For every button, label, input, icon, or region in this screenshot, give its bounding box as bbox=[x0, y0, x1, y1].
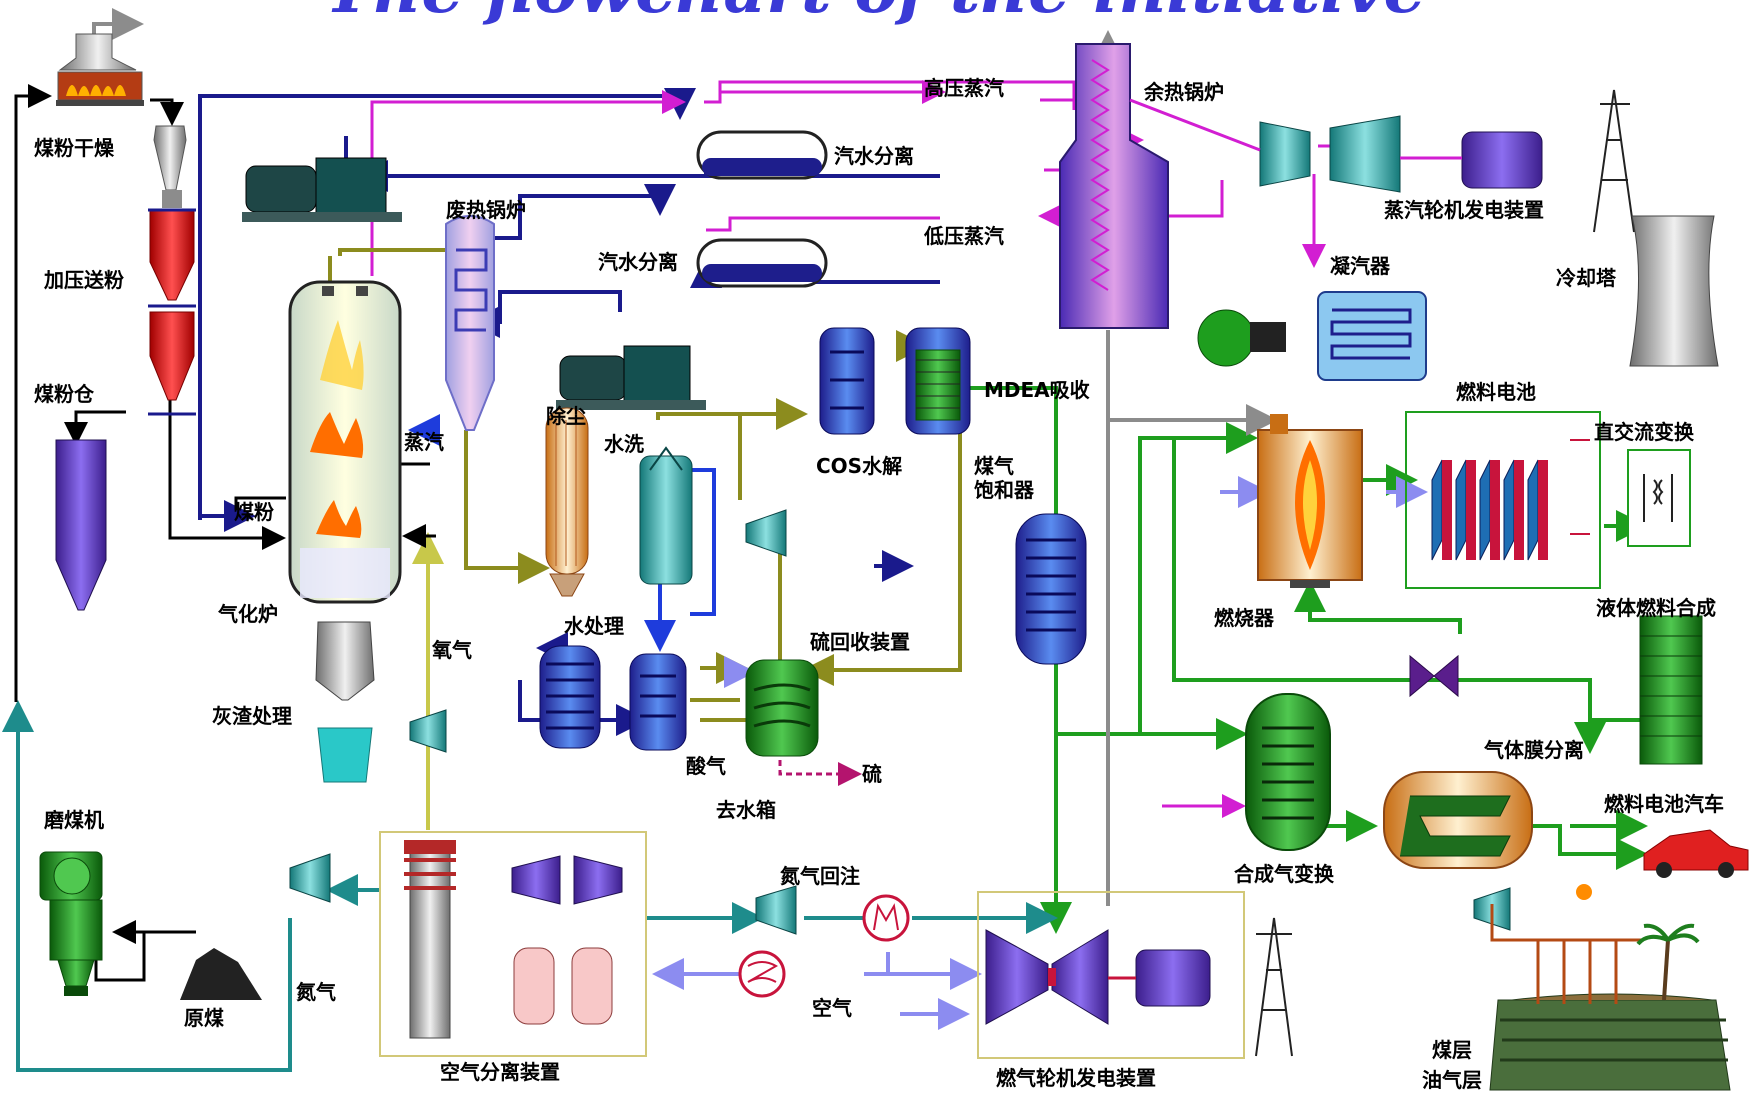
label-coal-bin: 煤粉仓 bbox=[34, 382, 94, 406]
steam-drum-low bbox=[696, 238, 828, 288]
process-water-lines bbox=[408, 414, 716, 652]
heat-recovery-steam-generator bbox=[1059, 43, 1169, 329]
label-coal-mill: 磨煤机 bbox=[44, 808, 104, 832]
power-tower-gas bbox=[1255, 917, 1293, 1057]
label-gasifier: 气化炉 bbox=[218, 602, 278, 626]
oil-field-cross-section bbox=[1489, 884, 1731, 1091]
dc-ac-converter bbox=[1627, 449, 1691, 547]
condenser bbox=[1317, 291, 1427, 381]
label-steam: 蒸汽 bbox=[404, 430, 444, 454]
label-fuel-cell: 燃料电池 bbox=[1456, 380, 1536, 404]
label-water-treatment: 水处理 bbox=[564, 614, 624, 638]
label-dc-ac: 直交流变换 bbox=[1594, 420, 1694, 444]
sulfur-recovery-unit bbox=[745, 659, 819, 757]
label-oxygen: 氧气 bbox=[432, 638, 472, 662]
hrsg-steam-line bbox=[1129, 98, 1261, 152]
mdea-absorber bbox=[905, 327, 971, 435]
label-water-wash: 水洗 bbox=[604, 432, 644, 456]
label-sulfur-recovery: 硫回收装置 bbox=[810, 630, 910, 654]
label-fuel-cell-vehicle: 燃料电池汽车 bbox=[1604, 792, 1724, 816]
label-air-separation-unit: 空气分离装置 bbox=[440, 1060, 560, 1084]
liquid-fuel-synthesis-unit bbox=[1639, 615, 1703, 765]
label-gas-saturator: 煤气 饱和器 bbox=[974, 454, 1034, 502]
label-hp-steam-drum: 汽水分离 bbox=[834, 144, 914, 168]
steam-lines bbox=[370, 80, 1342, 818]
clean-gas-lines bbox=[942, 386, 1648, 934]
heat-exchanger-air bbox=[738, 950, 786, 998]
label-gas-membrane-separation: 气体膜分离 bbox=[1484, 738, 1584, 762]
dust-removal-filter bbox=[545, 407, 589, 597]
nitrogen-reinjection-compressor bbox=[755, 885, 797, 935]
feedwater-pump-lower bbox=[556, 345, 706, 410]
label-hrsg: 余热锅炉 bbox=[1144, 80, 1224, 104]
label-low-pressure-steam: 低压蒸汽 bbox=[924, 224, 1004, 248]
label-to-water-tank: 去水箱 bbox=[716, 798, 776, 822]
label-syngas-cooler: 废热锅炉 bbox=[446, 198, 526, 222]
label-cooling-tower: 冷却塔 bbox=[1556, 266, 1616, 290]
label-liquid-fuel-synthesis: 液体燃料合成 bbox=[1596, 596, 1716, 620]
label-acid-gas: 酸气 bbox=[686, 754, 726, 778]
heat-exchanger-nitrogen bbox=[862, 894, 910, 942]
label-dust-removal: 除尘 bbox=[546, 404, 586, 428]
label-raw-coal: 原煤 bbox=[184, 1006, 224, 1030]
condensate-pump bbox=[1197, 309, 1286, 367]
feedwater-pump-upper bbox=[242, 157, 402, 222]
coal-bin bbox=[55, 439, 107, 611]
air-lines bbox=[652, 476, 1428, 1030]
oxygen-compressor bbox=[409, 709, 447, 753]
fuel-cell-vehicle bbox=[1643, 829, 1749, 878]
steam-turbine bbox=[1259, 115, 1543, 193]
check-valve bbox=[1409, 654, 1459, 698]
label-condenser: 凝汽器 bbox=[1330, 254, 1390, 278]
cos-hydrolysis-reactor bbox=[819, 327, 875, 435]
coal-dryer bbox=[56, 33, 144, 106]
label-air: 空气 bbox=[812, 996, 852, 1020]
label-gas-turbine-set: 燃气轮机发电装置 bbox=[996, 1066, 1156, 1090]
fuel-cell-stack bbox=[1405, 411, 1601, 589]
gas-turbine-generator bbox=[977, 891, 1245, 1059]
label-nitrogen-reinjection: 氮气回注 bbox=[780, 864, 860, 888]
label-combustor: 燃烧器 bbox=[1214, 606, 1274, 630]
water-wash-column bbox=[639, 446, 693, 585]
diagram-title: The flowchart of the initiative bbox=[180, 0, 1570, 22]
sulfur-line bbox=[778, 760, 862, 786]
label-steam-turbine-set: 蒸汽轮机发电装置 bbox=[1384, 198, 1544, 222]
label-cos-hydrolysis: COS水解 bbox=[816, 454, 903, 478]
label-oil-gas-layer: 油气层 bbox=[1422, 1068, 1482, 1092]
label-coal-seam: 煤层 bbox=[1432, 1038, 1472, 1062]
label-nitrogen: 氮气 bbox=[296, 980, 336, 1004]
syngas-compressor bbox=[745, 509, 787, 557]
label-mdea-absorption: MDEA吸收 bbox=[984, 378, 1090, 402]
label-sulfur: 硫 bbox=[862, 762, 882, 786]
gas-membrane-separator bbox=[1383, 771, 1533, 869]
pressurized-feed-hoppers bbox=[148, 125, 196, 416]
gas-saturator bbox=[1015, 513, 1087, 665]
label-lp-steam-drum: 汽水分离 bbox=[598, 250, 678, 274]
raw-coal-pile bbox=[180, 948, 262, 1000]
label-syngas-shift: 合成气变换 bbox=[1234, 862, 1334, 886]
label-coal-powder: 煤粉 bbox=[234, 500, 274, 524]
coal-lines bbox=[14, 84, 436, 982]
label-ash-treatment: 灰渣处理 bbox=[212, 704, 292, 728]
coal-mill bbox=[39, 851, 103, 996]
syngas-cooler bbox=[445, 215, 495, 431]
ash-treatment-unit bbox=[315, 621, 375, 783]
label-high-pressure-steam: 高压蒸汽 bbox=[924, 76, 1004, 100]
power-tower-steam bbox=[1593, 89, 1635, 233]
label-pressurized-feed: 加压送粉 bbox=[44, 268, 124, 292]
gasifier bbox=[288, 280, 402, 604]
combustor bbox=[1257, 414, 1363, 588]
syngas-shift-reactor bbox=[1245, 693, 1331, 851]
cooling-tower bbox=[1629, 215, 1719, 367]
steam-drum-high bbox=[696, 130, 828, 180]
water-treatment-tank bbox=[539, 645, 601, 749]
nitrogen-lines bbox=[2, 700, 1058, 1072]
sour-water-stripper bbox=[629, 653, 687, 751]
nitrogen-compressor bbox=[289, 853, 331, 903]
label-coal-drying: 煤粉干燥 bbox=[34, 136, 114, 160]
air-separation-unit bbox=[379, 831, 647, 1057]
